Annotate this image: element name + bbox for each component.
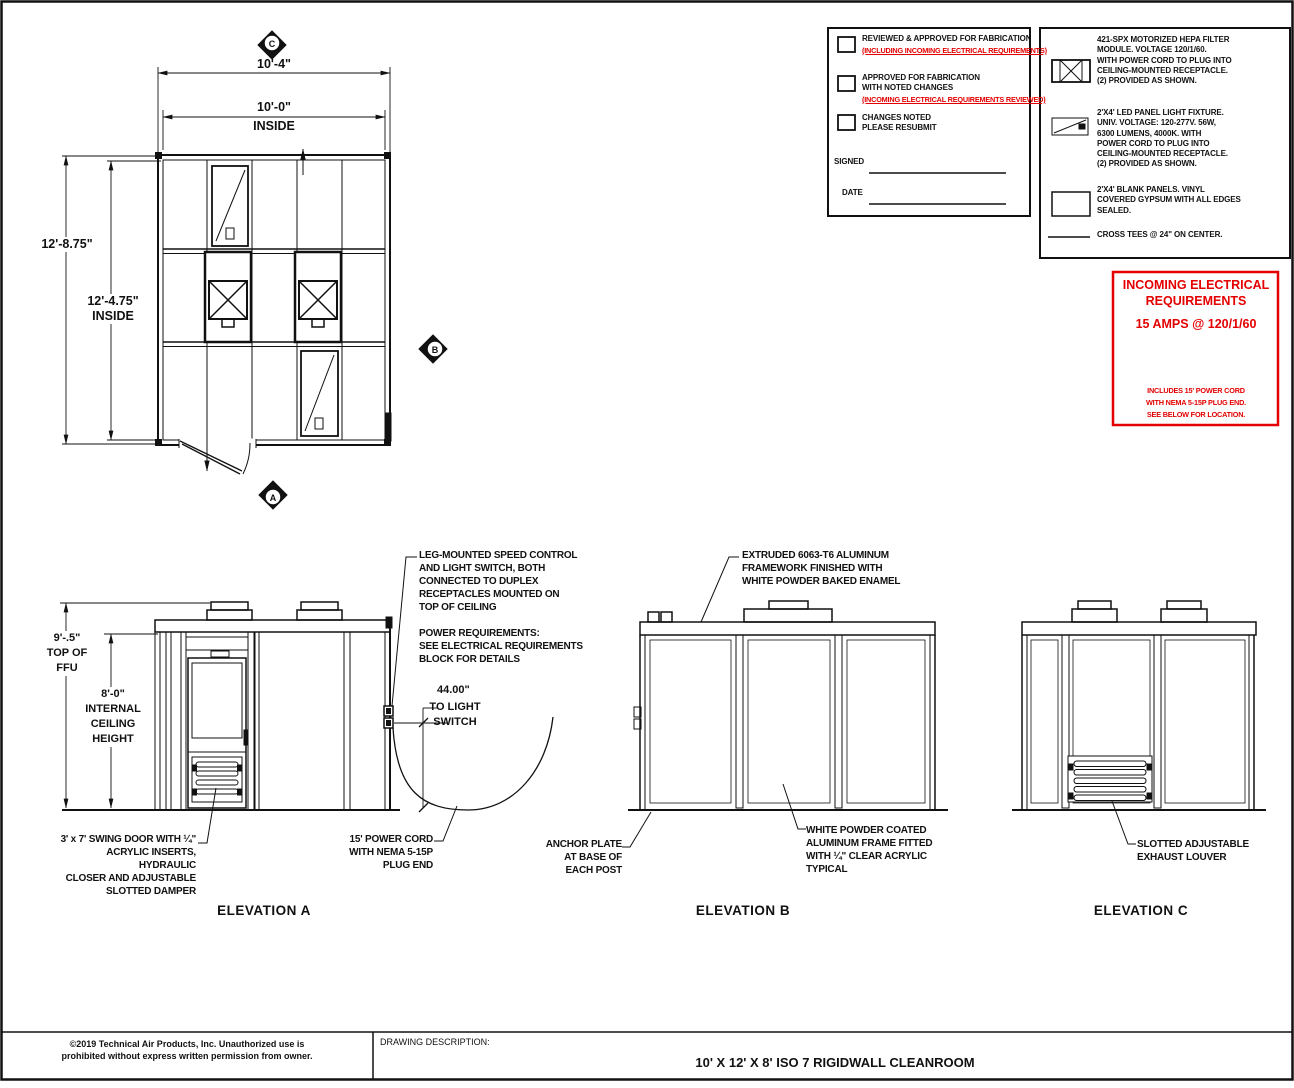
legend-cross-tee-note: CROSS TEES @ 24" ON CENTER.	[1097, 230, 1223, 239]
leader-door-note	[198, 787, 217, 844]
electrical-amps: 15 AMPS @ 120/1/60	[1135, 317, 1257, 331]
led-panel-symbol	[1051, 117, 1089, 136]
electrical-title: INCOMING ELECTRICAL REQUIREMENTS	[1122, 278, 1270, 308]
section-marker-b: B	[431, 345, 439, 355]
speed-control-switch	[383, 705, 394, 729]
led-panel-plan-1	[211, 165, 249, 247]
section-marker-b-shape	[418, 334, 448, 364]
approval-checkbox-1	[837, 36, 856, 53]
section-marker-c-shape	[257, 30, 287, 60]
dim-overall-depth: 12'-8.75"	[30, 237, 104, 252]
legend-blank-note: 2'X4' BLANK PANELS. VINYL COVERED GYPSUM…	[1097, 185, 1241, 215]
section-marker-c: C	[268, 39, 276, 49]
door-hinge	[633, 706, 642, 718]
section-marker-a: A	[269, 493, 277, 503]
elevation-a-label: ELEVATION A	[217, 903, 311, 918]
signed-label: SIGNED	[834, 157, 865, 166]
note-swing-door: 3' x 7' SWING DOOR WITH ¼" ACRYLIC INSER…	[60, 834, 197, 897]
exhaust-louver	[1067, 755, 1153, 803]
elevation-b-label: ELEVATION B	[695, 903, 791, 918]
section-marker-a-shape	[258, 480, 288, 510]
led-panel-plan-2	[300, 350, 339, 437]
date-label: DATE	[842, 188, 863, 197]
dim-inside-depth: 12'-4.75" INSIDE	[76, 294, 150, 324]
hepa-module-plan-1	[203, 250, 253, 344]
approval-checkbox-2	[837, 75, 856, 92]
leader-speed-control	[391, 556, 417, 707]
note-exhaust-louver: SLOTTED ADJUSTABLE EXHAUST LOUVER	[1137, 839, 1249, 863]
approval-item2-note: (INCOMING ELECTRICAL REQUIREMENTS REVIEW…	[862, 95, 1046, 104]
approval-checkbox-3	[837, 114, 856, 131]
ceiling-receptacle-box	[647, 611, 660, 623]
door-swing	[178, 438, 257, 475]
leader-acrylic	[782, 783, 806, 830]
dim-ceiling-height: 8'-0" INTERNAL CEILING HEIGHT	[80, 687, 146, 747]
legend-box	[1039, 27, 1291, 259]
legend-led-note: 2'X4' LED PANEL LIGHT FIXTURE. UNIV. VOL…	[1097, 108, 1228, 169]
dim-top-of-ffu: 9'-.5" TOP OF FFU	[36, 631, 98, 676]
switch-height-dimension	[394, 707, 448, 813]
hepa-module-plan-2	[293, 250, 343, 344]
door-hinge	[633, 718, 642, 730]
leader-anchor	[622, 811, 652, 848]
drawing-title: 10' X 12' X 8' ISO 7 RIGIDWALL CLEANROOM	[695, 1055, 975, 1070]
approval-block-box	[827, 27, 1031, 217]
elevation-b-drawing	[622, 556, 948, 848]
note-power-cord: 15' POWER CORD WITH NEMA 5-15P PLUG END	[349, 834, 433, 871]
hepa-filter-symbol	[1051, 59, 1091, 83]
inside-label-width: INSIDE	[253, 119, 295, 133]
drawing-description-label: DRAWING DESCRIPTION:	[380, 1037, 490, 1047]
dim-switch-value: 44.00"	[437, 684, 470, 696]
approval-item1-note: (INCLUDING INCOMING ELECTRICAL REQUIREME…	[862, 46, 1047, 55]
door-louver	[191, 756, 243, 803]
copyright-text: ©2019 Technical Air Products, Inc. Unaut…	[61, 1039, 313, 1061]
dim-overall-width: 10'-4"	[257, 57, 291, 71]
note-acrylic-frame: WHITE POWDER COATED ALUMINUM FRAME FITTE…	[806, 825, 933, 875]
legend-hepa-note: 421-SPX MOTORIZED HEPA FILTER MODULE. VO…	[1097, 35, 1232, 86]
door-closer	[210, 650, 230, 658]
leader-cord-note	[434, 805, 458, 842]
dim-inside-width: 10'-0"	[257, 100, 291, 114]
note-anchor-plate: ANCHOR PLATE AT BASE OF EACH POST	[545, 839, 623, 876]
note-power-requirements: POWER REQUIREMENTS: SEE ELECTRICAL REQUI…	[419, 628, 583, 665]
note-speed-control: LEG-MOUNTED SPEED CONTROL AND LIGHT SWIT…	[419, 550, 578, 613]
dim-switch-target: TO LIGHT SWITCH	[429, 701, 481, 728]
approval-item3-title: CHANGES NOTED PLEASE RESUBMIT	[862, 113, 937, 133]
approval-item1-title: REVIEWED & APPROVED FOR FABRICATION	[862, 34, 1032, 43]
electrical-note: INCLUDES 15' POWER CORD WITH NEMA 5-15P …	[1145, 386, 1246, 419]
power-cord-arc	[392, 716, 554, 811]
leader-framework	[700, 556, 739, 623]
approval-item2-title: APPROVED FOR FABRICATION WITH NOTED CHAN…	[862, 73, 980, 93]
plan-view-drawing	[62, 30, 448, 510]
door-latch	[243, 729, 249, 746]
ceiling-receptacle-box	[660, 611, 673, 623]
leader-louver	[1111, 800, 1136, 845]
elevation-a-drawing	[60, 556, 554, 844]
electrical-block-box	[1111, 270, 1280, 427]
wall-post	[384, 412, 392, 442]
note-framework: EXTRUDED 6063-T6 ALUMINUM FRAMEWORK FINI…	[742, 550, 901, 587]
elevation-c-label: ELEVATION C	[1093, 903, 1189, 918]
blank-panel-symbol	[1051, 191, 1091, 217]
elevation-c-drawing	[1012, 600, 1266, 845]
swing-door	[187, 657, 249, 809]
